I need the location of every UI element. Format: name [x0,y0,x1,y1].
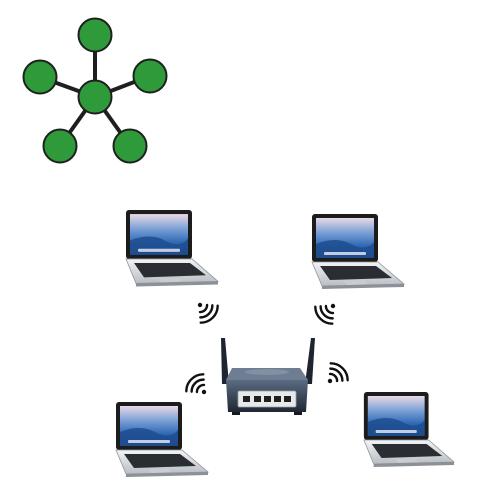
star-node-right [132,58,168,94]
star-node-center [77,79,113,115]
star-nodes [22,17,168,164]
laptop-bottom-right [363,391,455,468]
router-antenna-left [221,338,229,384]
laptop-top-left [125,209,219,288]
wifi-signal-icon [188,293,223,328]
wireless-router [221,338,315,415]
star-topology-icon [22,17,168,164]
star-node-bottom-right [112,128,148,164]
wifi-signal-icon [310,294,345,329]
router-antenna-right [305,338,315,384]
star-node-top [77,17,113,53]
laptop-top-right [311,213,405,290]
wifi-signal-icon [318,358,353,393]
star-node-left [22,59,58,95]
wifi-signal-icon [181,369,216,404]
star-node-bottom-left [42,128,78,164]
laptop-bottom-left [115,401,209,478]
